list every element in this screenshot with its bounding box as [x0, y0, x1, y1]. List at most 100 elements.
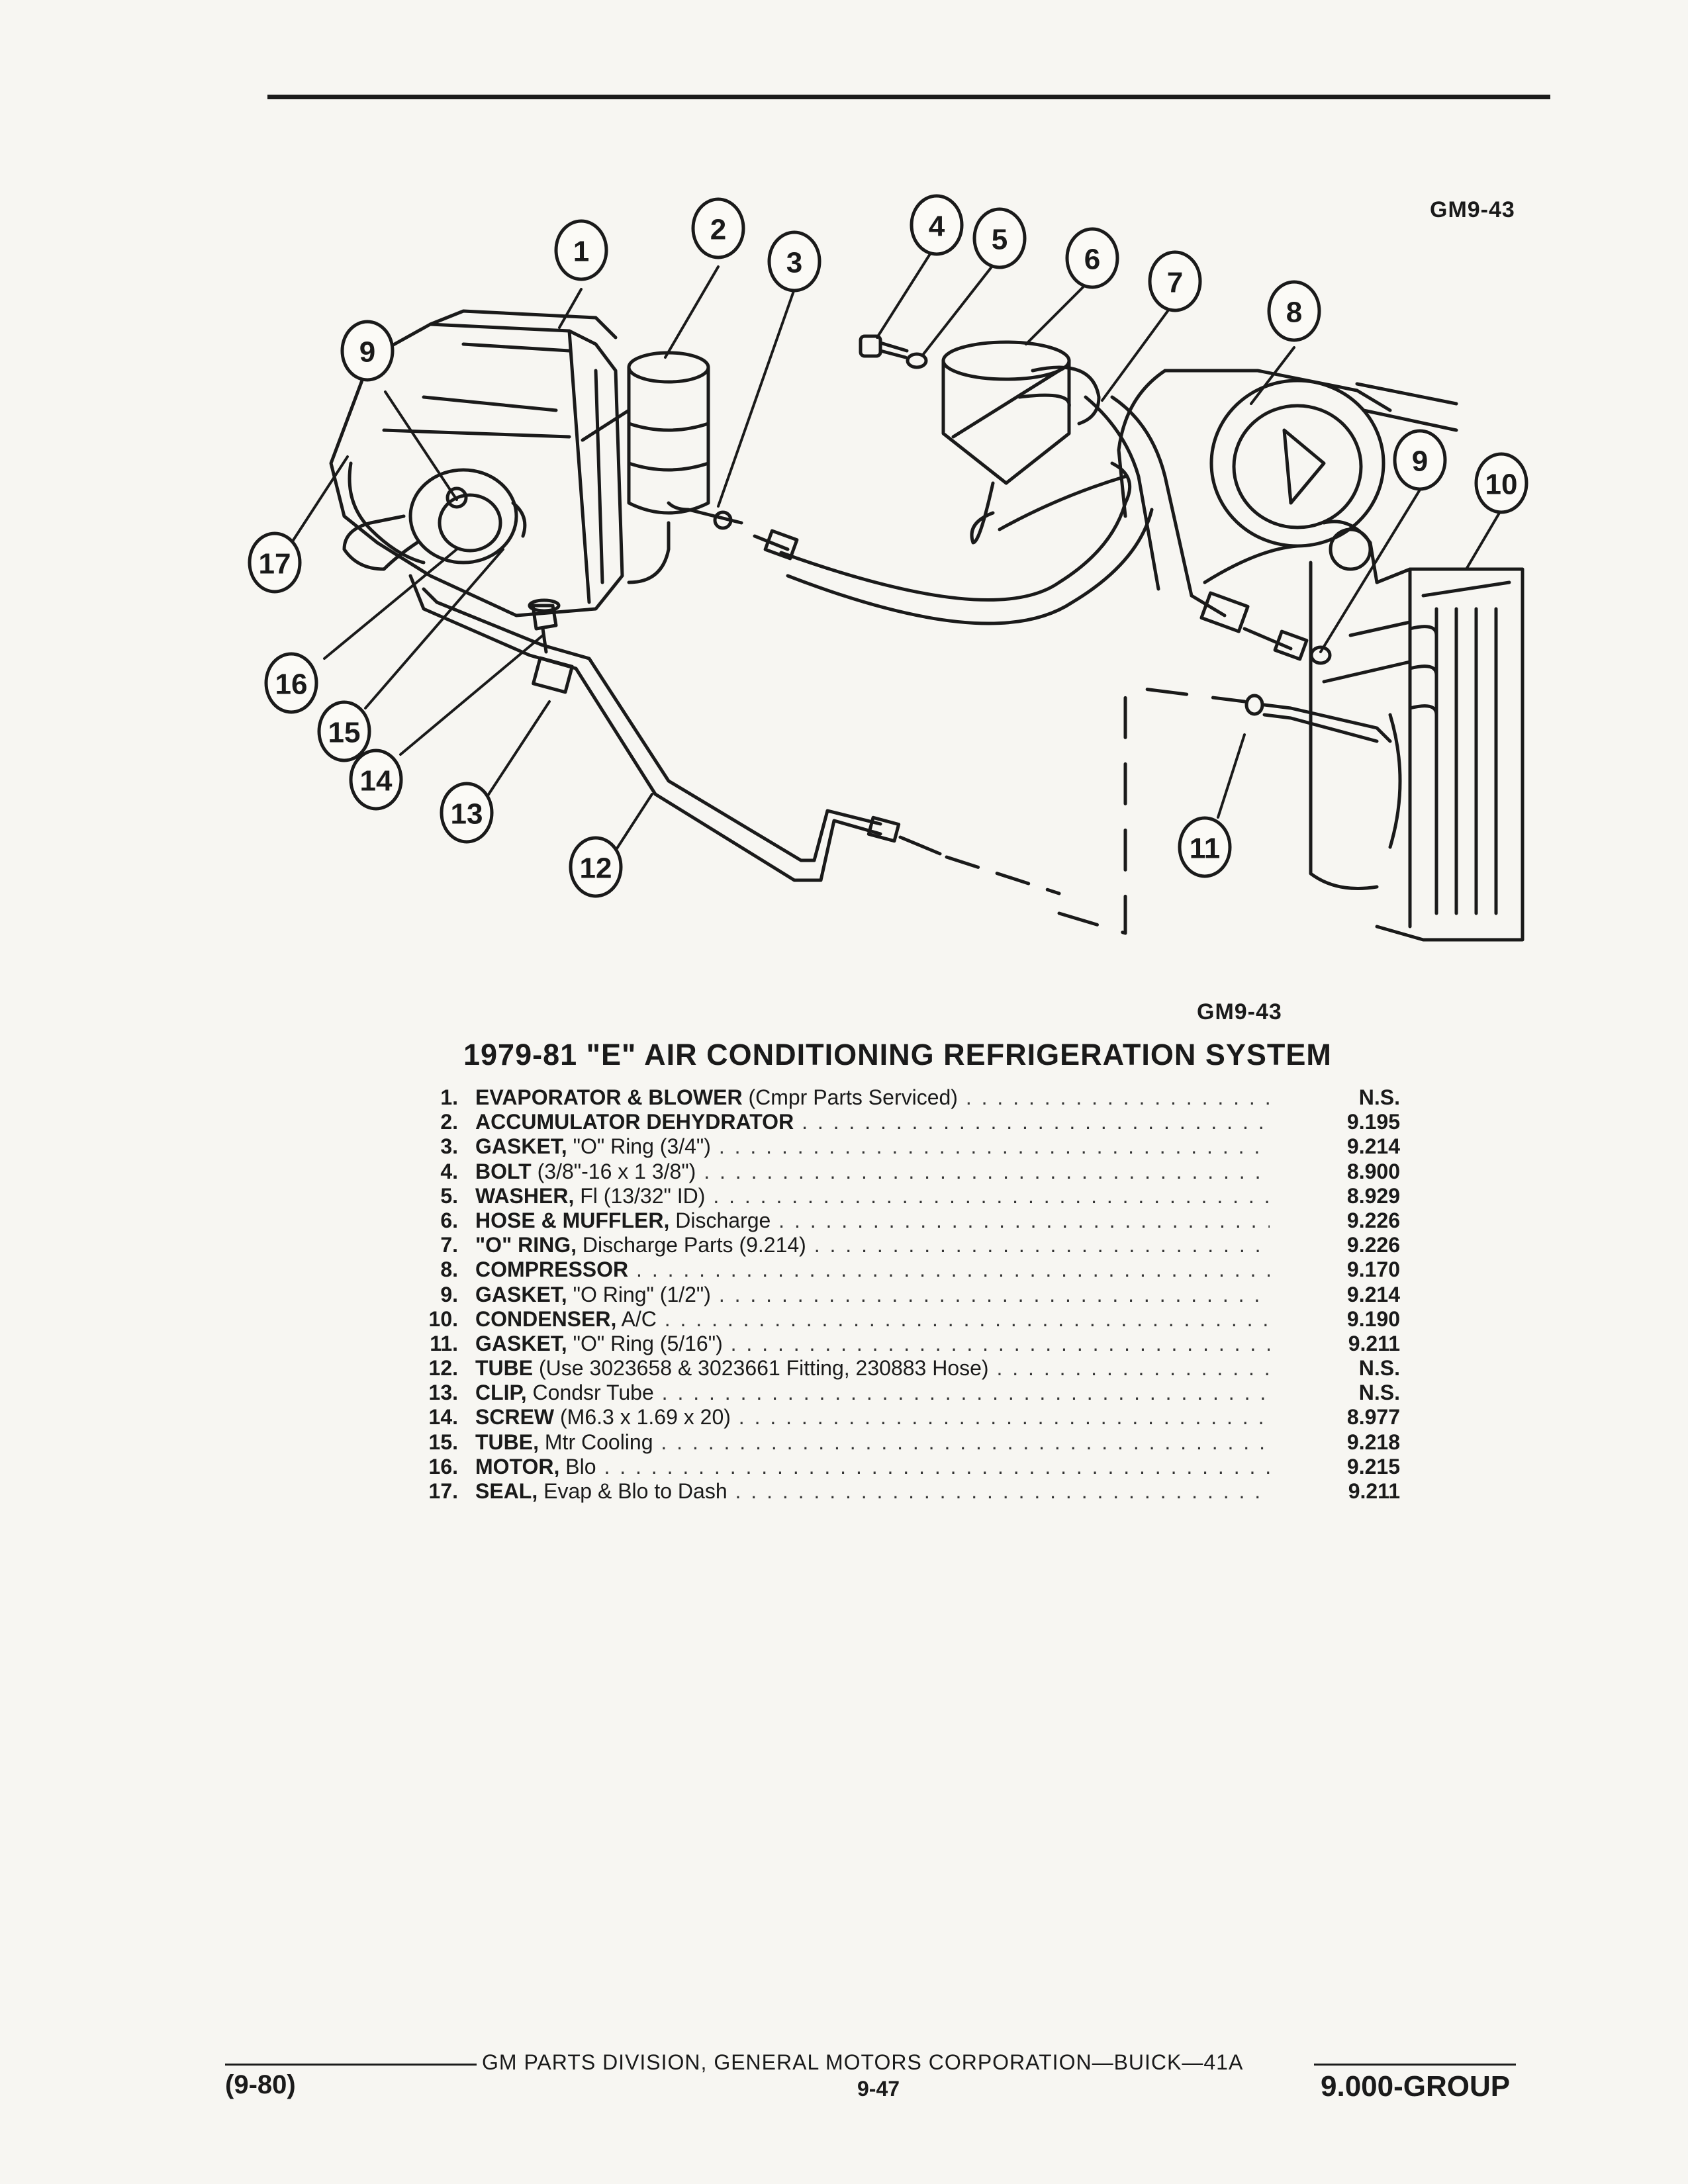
part-row: 15. TUBE, Mtr Cooling . . . . . . . . . .…: [397, 1430, 1403, 1455]
part-row: 2.ACCUMULATOR DEHYDRATOR . . . . . . . .…: [397, 1110, 1403, 1134]
suction-tube: [667, 461, 1154, 625]
part-row: 9. GASKET, "O Ring" (1/2") . . . . . . . …: [397, 1283, 1403, 1307]
part-number: 15.: [428, 1430, 458, 1454]
part-description: MOTOR, Blo . . . . . . . . . . . . . . .…: [475, 1455, 1270, 1479]
part-description: WASHER, Fl (13/32" ID) . . . . . . . . .…: [475, 1184, 1270, 1208]
part-name: "O" RING,: [475, 1233, 577, 1257]
part-description: EVAPORATOR & BLOWER (Cmpr Parts Serviced…: [475, 1085, 1270, 1110]
part-name: ACCUMULATOR DEHYDRATOR: [475, 1110, 794, 1134]
part-description: TUBE, Mtr Cooling . . . . . . . . . . . …: [475, 1430, 1270, 1455]
part-row: 14.SCREW (M6.3 x 1.69 x 20) . . . . . . …: [397, 1405, 1403, 1430]
callout-15: [317, 700, 371, 762]
dot-leader: . . . . . . . . . . . . . . . . . . . . …: [965, 1085, 1270, 1109]
evaporator-blower-housing: [329, 309, 624, 617]
part-number: 8.: [440, 1257, 458, 1282]
dot-leader: . . . . . . . . . . . . . . . . . . . . …: [661, 1430, 1270, 1454]
part-group: 9.215: [1346, 1454, 1400, 1479]
part-detail: Mtr Cooling: [539, 1430, 653, 1454]
part-detail: Discharge: [669, 1208, 771, 1232]
part-description: BOLT (3/8"-16 x 1 3/8") . . . . . . . . …: [475, 1160, 1270, 1184]
part-name: WASHER,: [475, 1183, 575, 1208]
callout-8: [1267, 280, 1321, 342]
callout-12: [569, 836, 623, 898]
part-group: 8.929: [1346, 1183, 1400, 1208]
compressor: [1117, 369, 1458, 584]
part-name: CLIP,: [475, 1381, 527, 1405]
part-number: 4.: [440, 1159, 458, 1183]
callout-10: [1474, 452, 1528, 514]
part-group: N.S.: [1358, 1085, 1400, 1109]
dot-leader: . . . . . . . . . . . . . . . . . . . . …: [718, 1134, 1270, 1159]
callout-label: 7: [1167, 267, 1183, 299]
callout-label: 1: [573, 236, 589, 268]
footer-date: (9-80): [225, 2070, 296, 2099]
part-name: GASKET,: [475, 1282, 567, 1306]
condenser: [1309, 520, 1524, 942]
part-detail: Evap & Blo to Dash: [538, 1479, 727, 1503]
part-detail: "O Ring" (1/2"): [567, 1282, 711, 1306]
clip-screw: [528, 598, 574, 694]
part-name: HOSE & MUFFLER,: [475, 1208, 670, 1232]
part-detail: (Use 3023658 & 3023661 Fitting, 230883 H…: [533, 1356, 989, 1381]
callout-label: 14: [360, 765, 393, 797]
part-detail: (Cmpr Parts Serviced): [742, 1085, 958, 1109]
part-number: 12.: [428, 1356, 458, 1381]
part-row: 3.GASKET, "O" Ring (3/4") . . . . . . . …: [397, 1134, 1403, 1159]
part-detail: A/C: [616, 1306, 657, 1331]
part-row: 16. MOTOR, Blo . . . . . . . . . . . . . …: [397, 1455, 1403, 1479]
part-description: CLIP, Condsr Tube . . . . . . . . . . . …: [475, 1381, 1270, 1405]
part-name: EVAPORATOR & BLOWER: [475, 1085, 743, 1109]
footer-rule-right: [1314, 2064, 1516, 2066]
part-number: 9.: [440, 1282, 458, 1306]
dot-leader: . . . . . . . . . . . . . . . . . . . . …: [713, 1183, 1270, 1208]
part-name: CONDENSER,: [475, 1306, 617, 1331]
callout-label: 8: [1286, 296, 1302, 329]
part-name: MOTOR,: [475, 1454, 560, 1479]
callout-3: [767, 230, 821, 293]
part-description: COMPRESSOR . . . . . . . . . . . . . . .…: [475, 1257, 1270, 1282]
part-description: HOSE & MUFFLER, Discharge . . . . . . . …: [475, 1208, 1270, 1233]
callout-7: [1148, 250, 1202, 312]
part-detail: (3/8"-16 x 1 3/8"): [531, 1159, 696, 1183]
part-number: 2.: [440, 1110, 458, 1134]
callout-label: 12: [580, 852, 612, 885]
part-row: 12. TUBE (Use 3023658 & 3023661 Fitting, …: [397, 1356, 1403, 1381]
part-description: CONDENSER, A/C . . . . . . . . . . . . .…: [475, 1307, 1270, 1332]
dot-leader: . . . . . . . . . . . . . . . . . . . . …: [636, 1257, 1270, 1282]
part-number: 13.: [428, 1381, 458, 1405]
callout-label: 4: [929, 210, 945, 243]
part-number: 10.: [428, 1306, 458, 1331]
callout-label: 13: [451, 798, 483, 831]
callout-11: [1178, 816, 1232, 878]
part-group: 9.170: [1346, 1257, 1400, 1282]
part-name: SEAL,: [475, 1479, 538, 1503]
page-title: 1979-81 "E" AIR CONDITIONING REFRIGERATI…: [463, 1038, 1332, 1071]
part-number: 16.: [428, 1454, 458, 1479]
part-detail: Condsr Tube: [526, 1381, 654, 1405]
part-name: GASKET,: [475, 1134, 567, 1159]
callout-label: 15: [328, 717, 361, 749]
ac-system-diagram: 1 2 3 4 5 6 7 8 9 9 10 11 12 13 14 15 16…: [248, 194, 1528, 942]
blower-motor: [342, 468, 527, 571]
part-group: 9.195: [1346, 1110, 1400, 1134]
dot-leader: . . . . . . . . . . . . . . . . . . . . …: [604, 1454, 1270, 1479]
part-description: "O" RING, Discharge Parts (9.214) . . . …: [475, 1233, 1270, 1257]
part-group: N.S.: [1358, 1356, 1400, 1381]
part-group: 8.977: [1346, 1405, 1400, 1430]
part-detail: "O" Ring (5/16"): [567, 1331, 723, 1355]
figure-code-top: GM9-43: [1430, 197, 1515, 222]
part-number: 11.: [430, 1331, 458, 1355]
part-group: N.S.: [1358, 1381, 1400, 1405]
discharge-line: [1084, 395, 1332, 665]
part-description: GASKET, "O Ring" (1/2") . . . . . . . . …: [475, 1283, 1270, 1307]
part-name: TUBE: [475, 1356, 534, 1381]
part-name: COMPRESSOR: [475, 1257, 629, 1282]
callout-9b: [1393, 429, 1447, 491]
part-detail: Discharge Parts (9.214): [577, 1233, 806, 1257]
part-detail: Blo: [559, 1454, 596, 1479]
dot-leader: . . . . . . . . . . . . . . . . . . . . …: [664, 1306, 1270, 1331]
part-detail: Fl (13/32" ID): [574, 1183, 706, 1208]
part-group: 9.214: [1346, 1134, 1400, 1159]
part-detail: (M6.3 x 1.69 x 20): [554, 1405, 731, 1430]
part-group: 9.226: [1346, 1233, 1400, 1257]
